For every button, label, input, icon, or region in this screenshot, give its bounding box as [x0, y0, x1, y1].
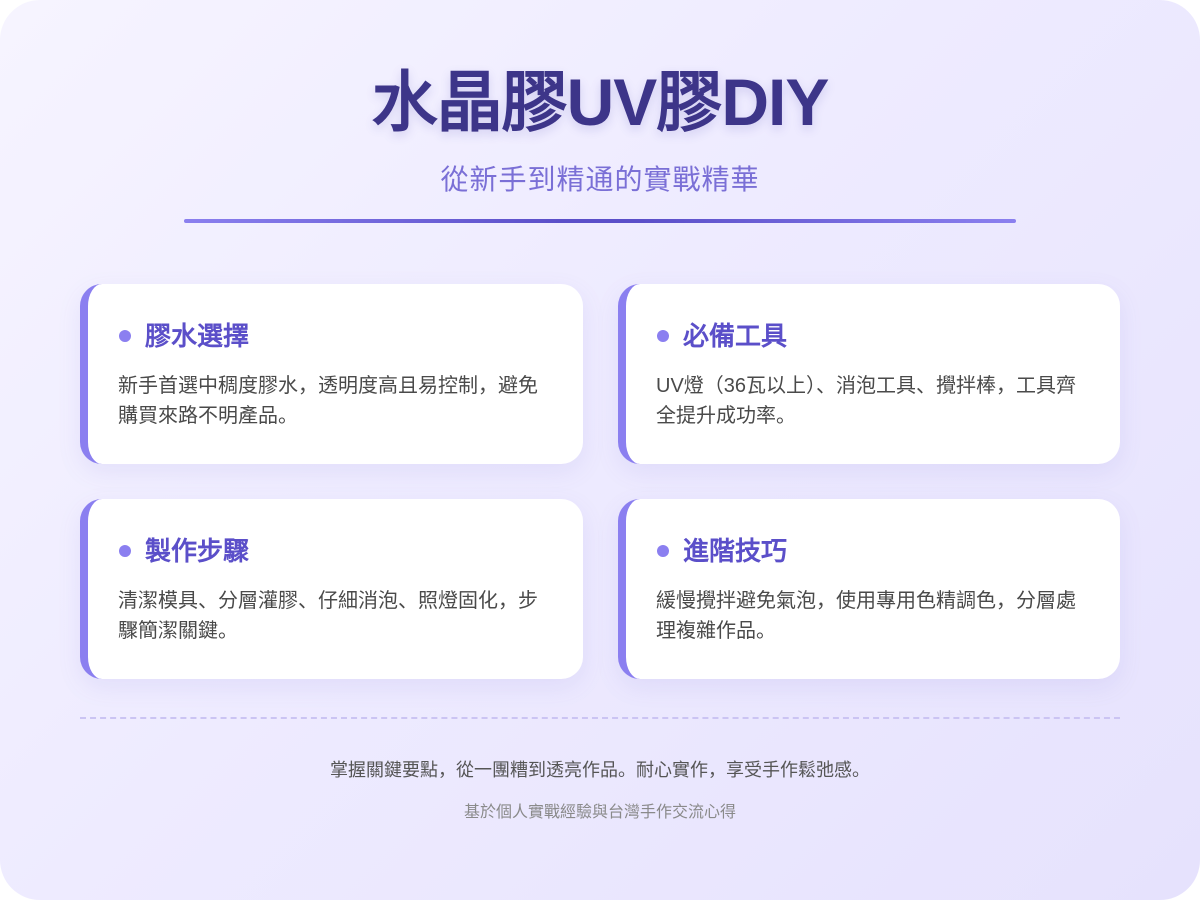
bullet-dot-icon — [657, 330, 669, 342]
footer-source-note: 基於個人實戰經驗與台灣手作交流心得 — [463, 804, 736, 821]
page-subtitle: 從新手到精通的實戰精華 — [440, 164, 760, 195]
bullet-dot-icon — [119, 330, 131, 342]
title-divider — [184, 219, 1016, 223]
card-glue-selection: 膠水選擇 新手首選中稠度膠水，透明度高且易控制，避免購買來路不明產品。 — [80, 284, 583, 464]
card-body: UV燈（36瓦以上）、消泡工具、攪拌棒，工具齊全提升成功率。 — [656, 375, 1077, 427]
card-title: 進階技巧 — [683, 536, 788, 566]
card-advanced-tips: 進階技巧 緩慢攪拌避免氣泡，使用專用色精調色，分層處理複雜作品。 — [618, 499, 1120, 679]
card-essential-tools: 必備工具 UV燈（36瓦以上）、消泡工具、攪拌棒，工具齊全提升成功率。 — [618, 284, 1120, 464]
card-title: 膠水選擇 — [145, 321, 250, 351]
bullet-dot-icon — [119, 545, 131, 557]
card-header: 必備工具 — [657, 318, 787, 354]
footer-summary: 掌握關鍵要點，從一團糟到透亮作品。耐心實作，享受手作鬆弛感。 — [330, 760, 870, 780]
card-title: 必備工具 — [683, 321, 788, 351]
card-body: 新手首選中稠度膠水，透明度高且易控制，避免購買來路不明產品。 — [118, 375, 538, 427]
bullet-dot-icon — [657, 545, 669, 557]
card-body: 緩慢攪拌避免氣泡，使用專用色精調色，分層處理複雜作品。 — [656, 590, 1076, 642]
footer-divider — [80, 717, 1120, 719]
card-header: 製作步驟 — [119, 533, 249, 569]
card-title: 製作步驟 — [145, 536, 250, 566]
card-body: 清潔模具、分層灌膠、仔細消泡、照燈固化，步驟簡潔關鍵。 — [118, 590, 538, 642]
card-production-steps: 製作步驟 清潔模具、分層灌膠、仔細消泡、照燈固化，步驟簡潔關鍵。 — [80, 499, 583, 679]
card-header: 膠水選擇 — [119, 318, 249, 354]
page-title: 水晶膠UV膠DIY — [371, 65, 830, 139]
card-header: 進階技巧 — [657, 533, 787, 569]
